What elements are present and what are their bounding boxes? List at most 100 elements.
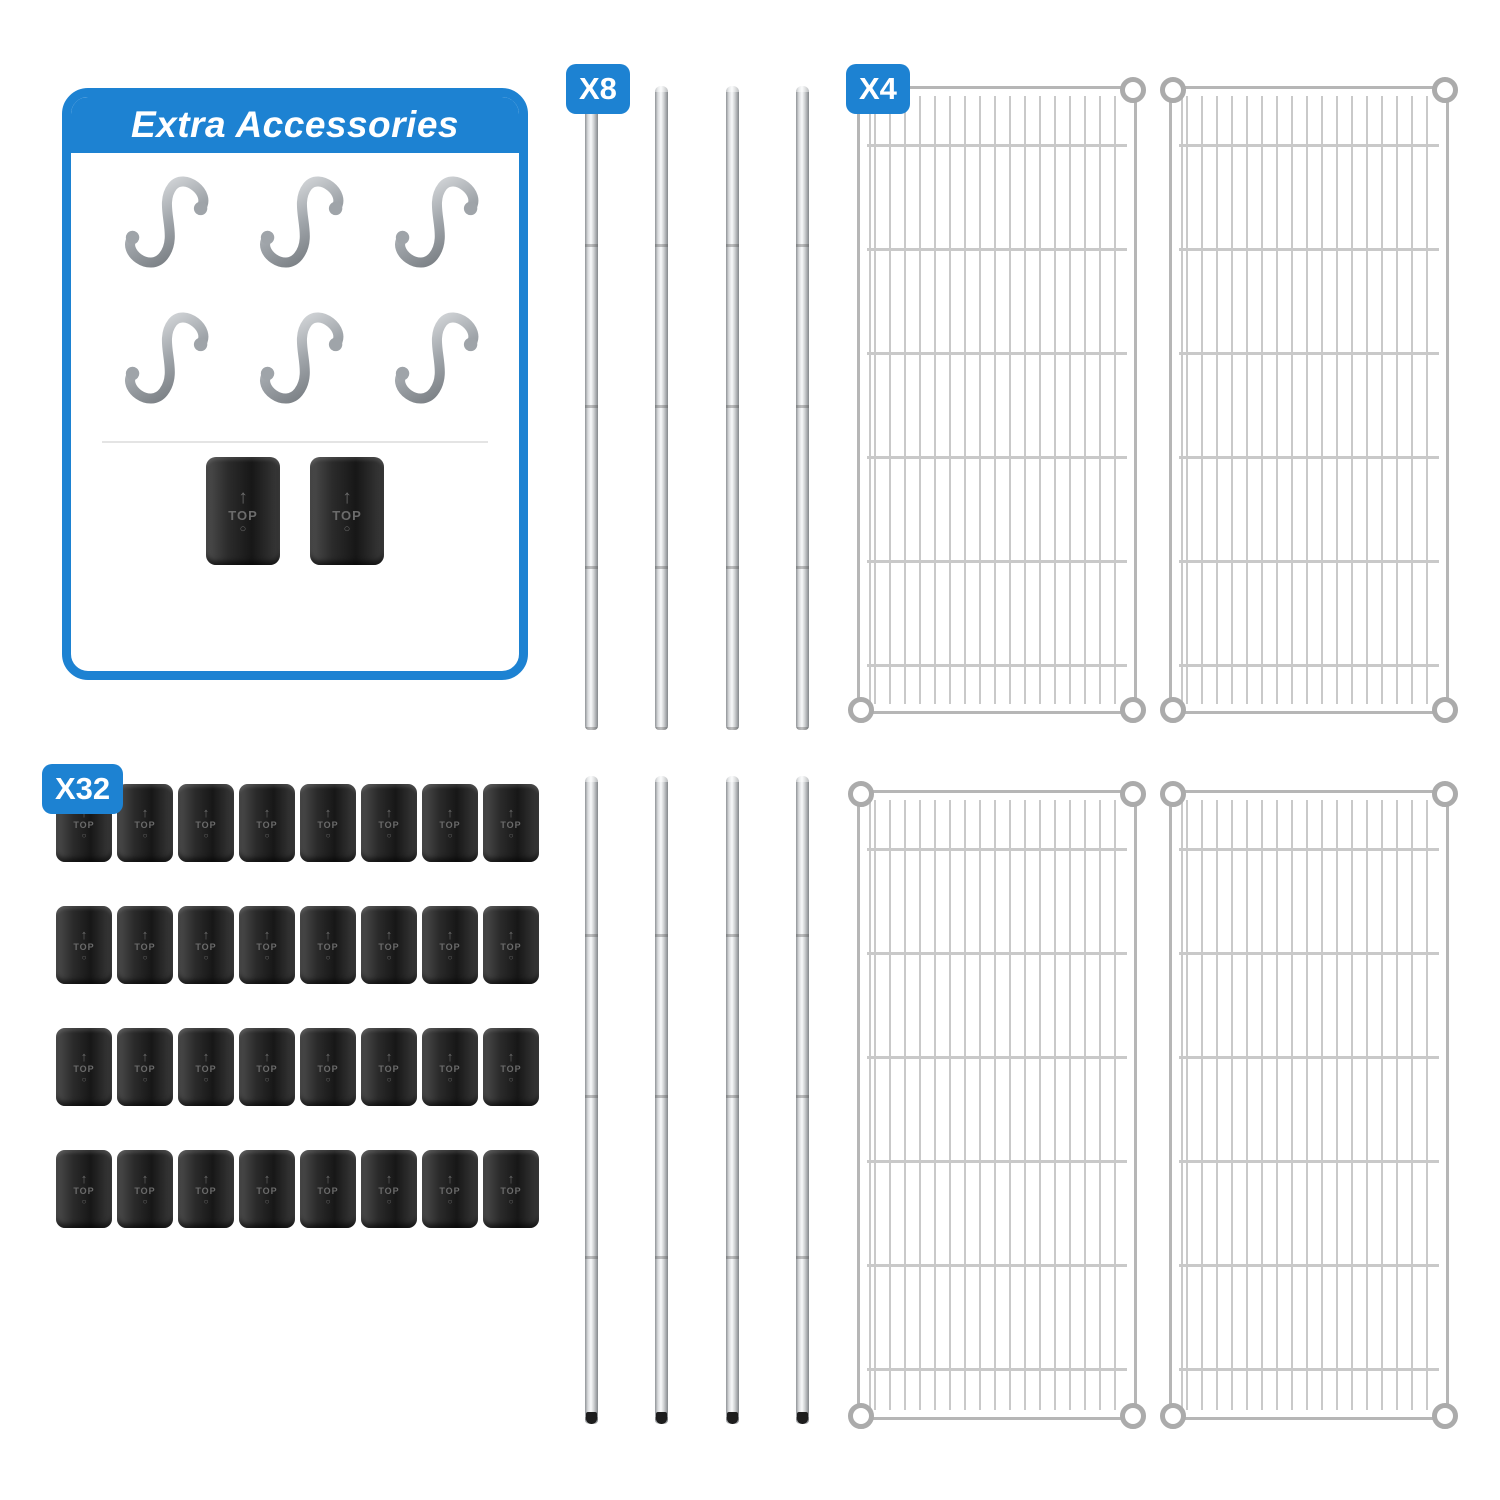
sleeve-clip: ↑ TOP ○ — [56, 1150, 112, 1228]
arrow-up-icon: ↑ — [202, 1171, 210, 1186]
sleeve-clip: ↑ TOP ○ — [300, 1028, 356, 1106]
corner-ring — [1432, 1403, 1458, 1429]
arrow-up-icon: ↑ — [507, 927, 515, 942]
clip-top-label: TOP — [73, 1186, 95, 1196]
clip-top-label: TOP — [317, 1186, 339, 1196]
clip-top-label: TOP — [195, 820, 217, 830]
arrow-up-icon: ↑ — [385, 927, 393, 942]
badge-poles-x8: X8 — [566, 64, 630, 114]
shelves-bottom-group — [848, 781, 1458, 1429]
arrow-up-icon: ↑ — [385, 805, 393, 820]
corner-ring — [1120, 697, 1146, 723]
panel-header: Extra Accessories — [71, 97, 519, 153]
clip-top-label: TOP — [332, 507, 362, 523]
arrow-up-icon: ↑ — [324, 1049, 332, 1064]
arrow-up-icon: ↑ — [446, 805, 454, 820]
corner-ring — [1432, 781, 1458, 807]
clip-top-label: TOP — [317, 820, 339, 830]
corner-ring — [1120, 77, 1146, 103]
clip-circle-mark: ○ — [447, 1075, 453, 1084]
clip-top-label: TOP — [134, 1186, 156, 1196]
clip-top-label: TOP — [439, 942, 461, 952]
clip-circle-mark: ○ — [203, 1075, 209, 1084]
shelf-mesh — [1179, 800, 1439, 1410]
clip-circle-mark: ○ — [325, 831, 331, 840]
clip-top-label: TOP — [439, 1064, 461, 1074]
arrow-up-icon: ↑ — [263, 1171, 271, 1186]
clip-circle-mark: ○ — [325, 953, 331, 962]
clip-circle-mark: ○ — [81, 1197, 87, 1206]
corner-ring — [1160, 77, 1186, 103]
s-hooks-group — [71, 153, 519, 433]
arrow-up-icon: ↑ — [446, 1171, 454, 1186]
badge-clips-x32: X32 — [42, 764, 124, 814]
sleeve-clip: ↑ TOP ○ — [239, 1150, 295, 1228]
arrow-up-icon: ↑ — [202, 805, 210, 820]
s-hook-icon — [394, 312, 478, 404]
clip-circle-mark: ○ — [447, 1197, 453, 1206]
sleeve-clip: ↑ TOP ○ — [239, 784, 295, 862]
sleeve-clip: ↑ TOP ○ — [178, 906, 234, 984]
arrow-up-icon: ↑ — [263, 805, 271, 820]
pole-with-foot — [585, 776, 598, 1424]
sleeve-clip: ↑ TOP ○ — [117, 1028, 173, 1106]
arrow-up-icon: ↑ — [80, 1171, 88, 1186]
arrow-up-icon: ↑ — [263, 927, 271, 942]
clip-top-label: TOP — [256, 1064, 278, 1074]
sleeve-clip: ↑ TOP ○ — [178, 1028, 234, 1106]
corner-ring — [848, 1403, 874, 1429]
sleeve-clip: ↑ TOP ○ — [300, 1150, 356, 1228]
clip-top-label: TOP — [439, 1186, 461, 1196]
wire-shelf — [848, 781, 1146, 1429]
clip-circle-mark: ○ — [325, 1075, 331, 1084]
corner-ring — [1432, 697, 1458, 723]
sleeve-clip: ↑ TOP ○ — [239, 1028, 295, 1106]
arrow-up-icon: ↑ — [507, 1049, 515, 1064]
clip-circle-mark: ○ — [264, 953, 270, 962]
divider — [102, 441, 488, 443]
clip-circle-mark: ○ — [142, 1197, 148, 1206]
s-hook-icon — [125, 176, 209, 268]
clip-circle-mark: ○ — [325, 1197, 331, 1206]
clip-circle-mark: ○ — [264, 1197, 270, 1206]
clip-circle-mark: ○ — [264, 831, 270, 840]
arrow-up-icon: ↑ — [342, 486, 352, 508]
clip-circle-mark: ○ — [508, 1075, 514, 1084]
clip-circle-mark: ○ — [264, 1075, 270, 1084]
pole — [725, 86, 739, 730]
clip-top-label: TOP — [134, 820, 156, 830]
arrow-up-icon: ↑ — [80, 927, 88, 942]
panel-clips-group: ↑ TOP ○ ↑ TOP ○ — [71, 457, 519, 565]
sleeve-clip: ↑ TOP ○ — [361, 1150, 417, 1228]
clip-top-label: TOP — [500, 1186, 522, 1196]
pole — [655, 86, 669, 730]
clip-circle-mark: ○ — [203, 831, 209, 840]
arrow-up-icon: ↑ — [446, 1049, 454, 1064]
clip-circle-mark: ○ — [239, 522, 247, 535]
clip-top-label: TOP — [195, 1186, 217, 1196]
sleeve-clip: ↑ TOP ○ — [310, 457, 384, 565]
arrow-up-icon: ↑ — [507, 1171, 515, 1186]
shelves-top-group — [848, 77, 1458, 723]
arrow-up-icon: ↑ — [324, 805, 332, 820]
sleeve-clip: ↑ TOP ○ — [361, 906, 417, 984]
sleeve-clip: ↑ TOP ○ — [483, 784, 539, 862]
clip-top-label: TOP — [317, 1064, 339, 1074]
pole-with-foot — [795, 776, 809, 1424]
clip-top-label: TOP — [500, 820, 522, 830]
clip-top-label: TOP — [256, 1186, 278, 1196]
clip-top-label: TOP — [134, 942, 156, 952]
s-hook-icon — [125, 312, 209, 404]
pole — [585, 86, 598, 730]
arrow-up-icon: ↑ — [141, 1171, 149, 1186]
clip-circle-mark: ○ — [386, 1197, 392, 1206]
arrow-up-icon: ↑ — [141, 1049, 149, 1064]
s-hook-icon — [260, 176, 344, 268]
arrow-up-icon: ↑ — [324, 1171, 332, 1186]
clip-circle-mark: ○ — [447, 953, 453, 962]
wire-shelf — [1160, 781, 1458, 1429]
clip-top-label: TOP — [500, 942, 522, 952]
clip-top-label: TOP — [73, 820, 95, 830]
sleeve-clip: ↑ TOP ○ — [483, 1150, 539, 1228]
